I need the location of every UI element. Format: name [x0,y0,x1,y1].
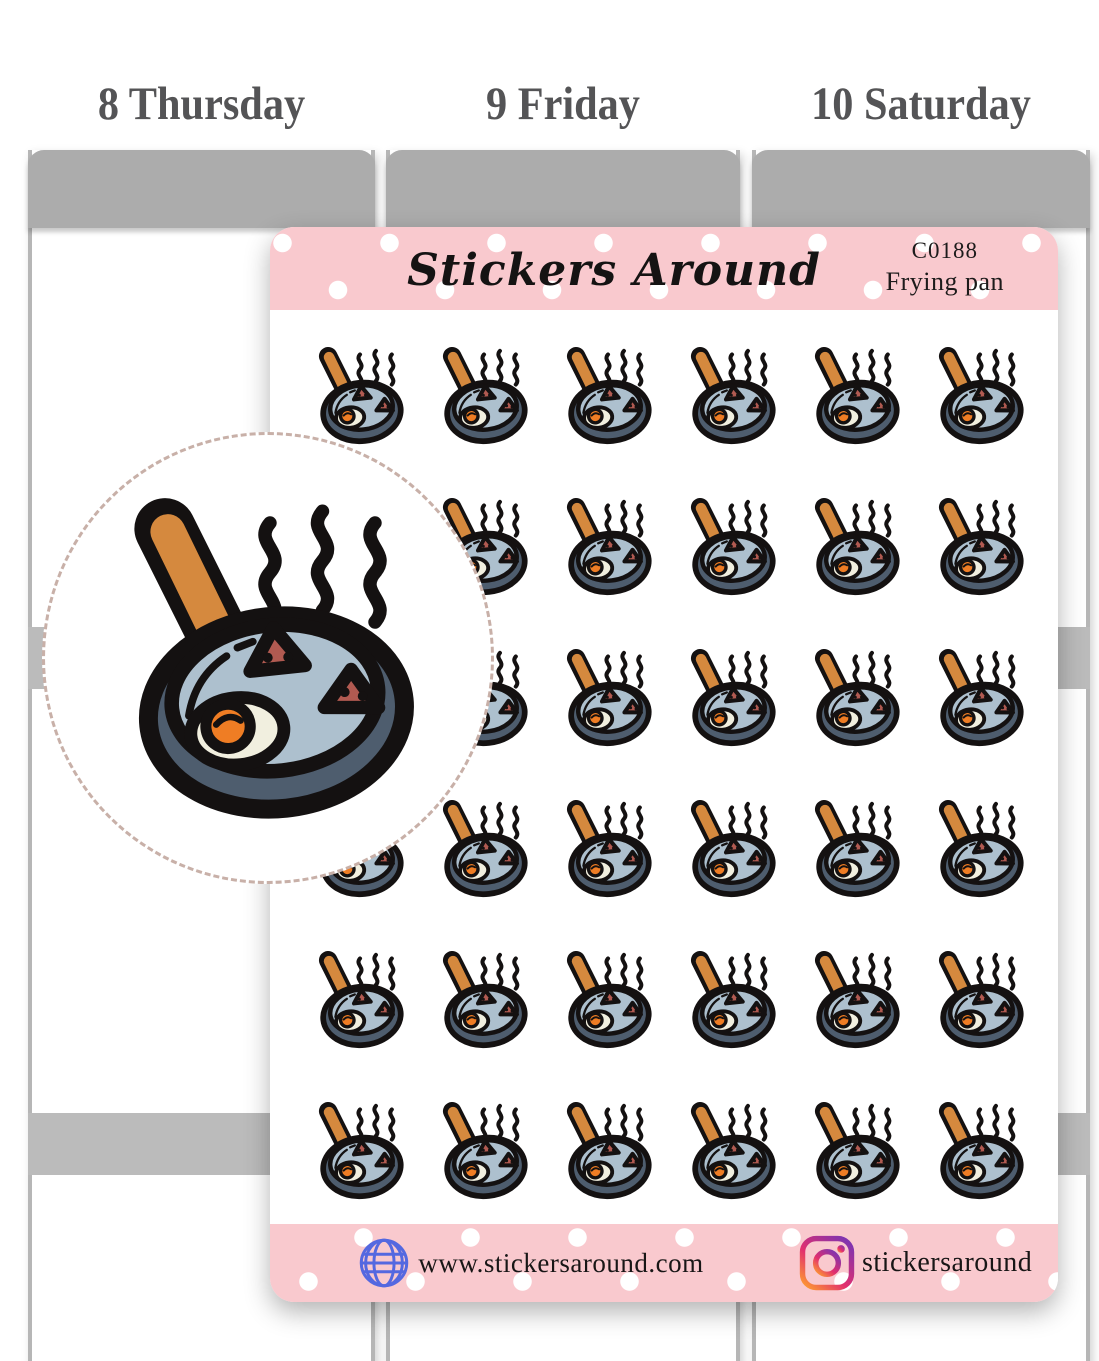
day-header-saturday: 10 Saturday [811,78,1031,130]
frying-pan-sticker [555,947,661,1053]
frying-pan-sticker [679,645,785,751]
planner-header-bar [386,150,740,228]
sheet-footer: www.stickersaround.com stickersaround [270,1224,1058,1302]
frying-pan-sticker [803,796,909,902]
brand-title: Stickers Around [407,245,821,296]
frying-pan-sticker [803,494,909,600]
frying-pan-sticker [927,645,1033,751]
instagram-icon [799,1235,855,1291]
frying-pan-sticker [803,1098,909,1204]
website-url: www.stickersaround.com [418,1248,704,1278]
frying-pan-sticker [679,494,785,600]
frying-pan-sticker [307,947,413,1053]
frying-pan-sticker [803,343,909,449]
frying-pan-icon-large [95,485,445,835]
zoom-detail-circle [42,432,494,884]
frying-pan-sticker [431,1098,537,1204]
product-info: C0188 Frying pan [886,238,1004,297]
product-name: Frying pan [885,267,1004,297]
frying-pan-sticker [431,796,537,902]
frying-pan-sticker [555,645,661,751]
globe-icon [359,1238,409,1288]
frying-pan-sticker [679,1098,785,1204]
day-header-thursday: 8 Thursday [97,78,306,130]
frying-pan-sticker [555,796,661,902]
frying-pan-sticker [927,343,1033,449]
frying-pan-sticker [803,947,909,1053]
frying-pan-sticker [555,494,661,600]
frying-pan-sticker [555,343,661,449]
frying-pan-sticker [307,343,413,449]
frying-pan-sticker [431,343,537,449]
frying-pan-sticker [679,343,785,449]
frying-pan-sticker [679,947,785,1053]
frying-pan-sticker [307,1098,413,1204]
sheet-header: Stickers Around C0188 Frying pan [270,227,1058,310]
frying-pan-sticker [927,796,1033,902]
frying-pan-sticker [679,796,785,902]
frying-pan-sticker [927,947,1033,1053]
day-header-friday: 9 Friday [486,78,640,130]
frying-pan-sticker [555,1098,661,1204]
planner-header-bar [752,150,1090,228]
frying-pan-sticker [927,494,1033,600]
planner-header-bar [28,150,375,228]
instagram-handle: stickersaround [862,1247,1033,1278]
product-code: C0188 [911,238,978,263]
frying-pan-sticker [431,947,537,1053]
frying-pan-sticker [803,645,909,751]
frying-pan-sticker [927,1098,1033,1204]
